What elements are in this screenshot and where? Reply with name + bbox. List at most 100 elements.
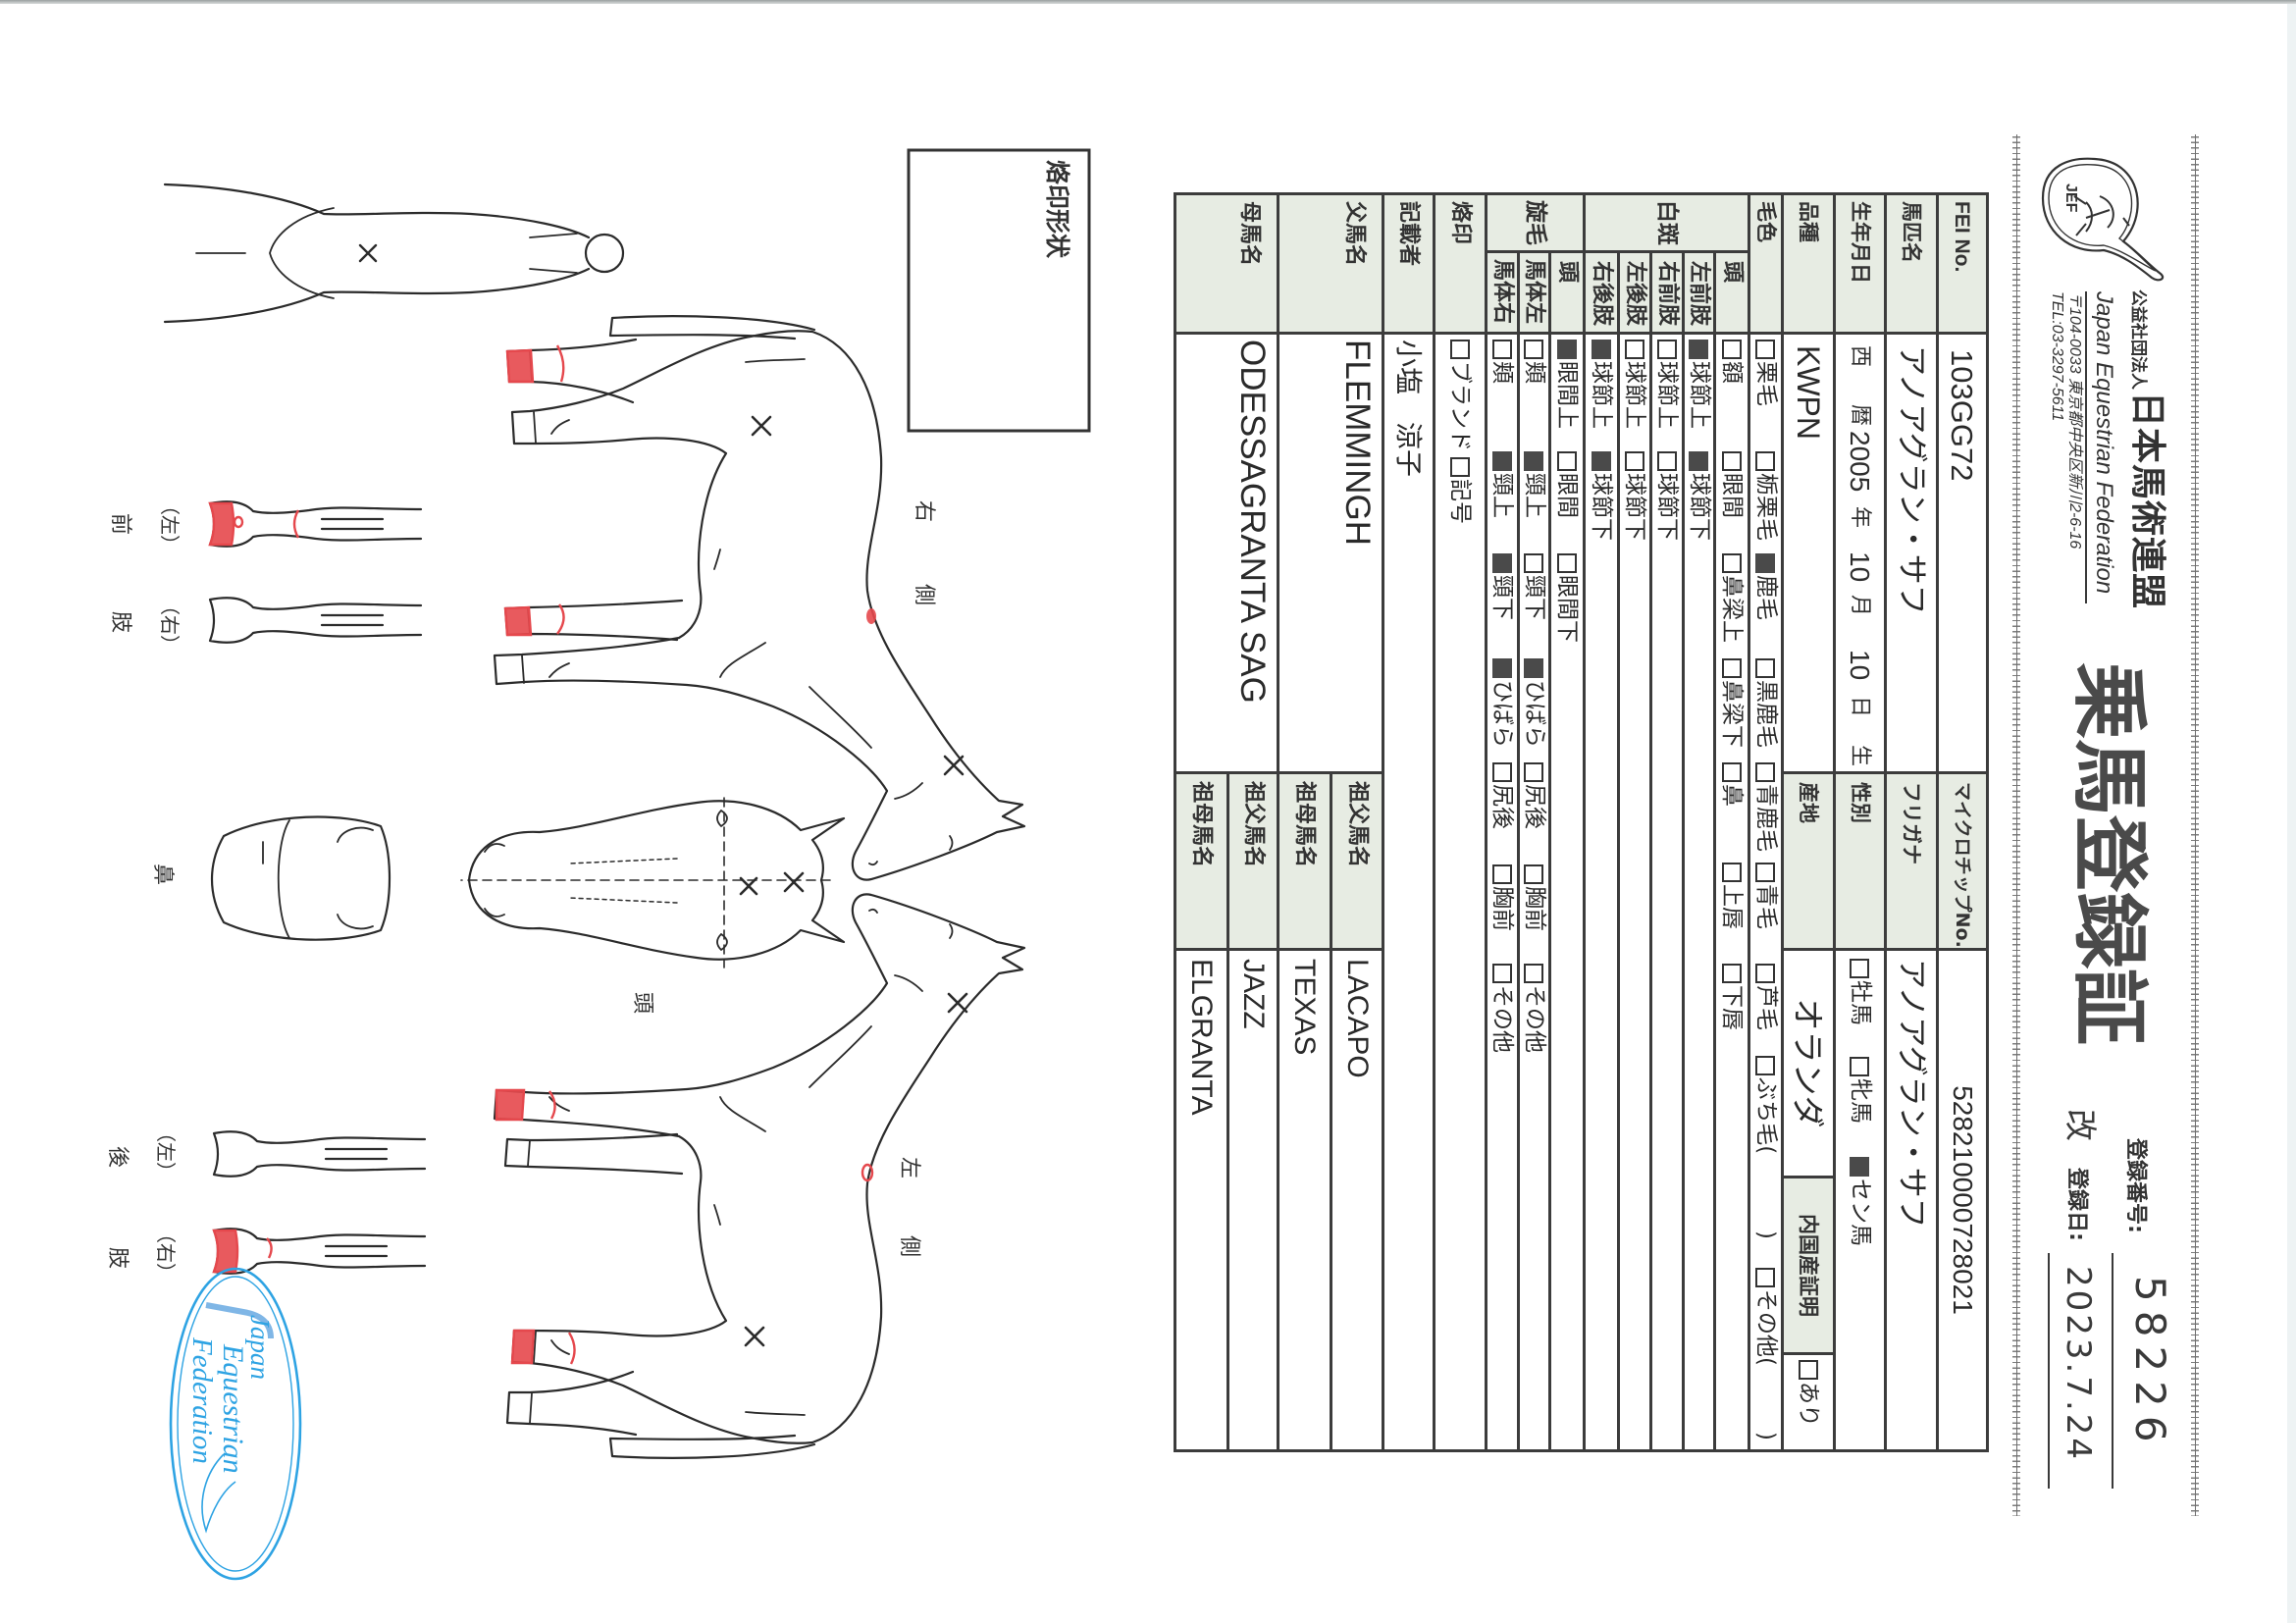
option-label: 眼間 xyxy=(1554,473,1581,518)
checkbox-icon xyxy=(1524,864,1544,884)
registration-no-value: 58226 xyxy=(2126,1276,2174,1451)
option-label: 上唇 xyxy=(1719,884,1746,929)
marking-option: 球節下 xyxy=(1586,451,1617,541)
marking-option: 眼間 xyxy=(1716,451,1748,518)
option-label: 頸下 xyxy=(1522,575,1547,620)
breed-label: 品種 xyxy=(1784,195,1833,332)
checkbox-icon xyxy=(1557,340,1577,359)
recorder-value: 小塩 涼子 xyxy=(1384,335,1433,1449)
dam-grandsire-value: JAZZ xyxy=(1229,951,1277,1449)
option-label: 眼間下 xyxy=(1554,575,1581,643)
brand-option: 記号 xyxy=(1435,457,1485,524)
whorl-option: 尻後 xyxy=(1520,762,1548,829)
option-label: 記号 xyxy=(1447,479,1474,524)
option-label: ぶち毛( xyxy=(1753,1077,1779,1155)
white-markings-left-fore-label: 左前肢 xyxy=(1685,253,1713,332)
horse-nose-view xyxy=(210,815,391,941)
white-markings-left-hind-options: 球節上 球節下 xyxy=(1620,335,1649,1449)
marking-option: 球節下 xyxy=(1652,451,1682,541)
white-markings-label: 白斑 xyxy=(1586,195,1748,250)
brand-label: 烙印 xyxy=(1435,195,1485,332)
option-label: 黒鹿毛 xyxy=(1753,680,1779,748)
checkbox-icon xyxy=(1657,340,1677,359)
coat-option: 栃栗毛 xyxy=(1750,451,1781,541)
checkbox-icon xyxy=(1722,762,1742,782)
whorl-option: 眼間下 xyxy=(1551,553,1583,643)
option-label: 栗毛 xyxy=(1753,361,1779,406)
horse-name-value: アノアグラン・サフ xyxy=(1887,335,1936,771)
hindlimb-label-2: 肢 xyxy=(105,1247,130,1270)
microchip-label: マイクロチップNo. xyxy=(1939,774,1986,948)
sire-label: 父馬名 xyxy=(1279,195,1382,332)
checkbox-icon xyxy=(1722,658,1742,678)
checkbox-icon xyxy=(1492,340,1512,359)
organization-name-en: Japan Equestrian Federation xyxy=(2091,291,2117,595)
option-label: 眼間 xyxy=(1719,473,1746,518)
checkbox-icon xyxy=(1492,762,1512,782)
checkbox-icon xyxy=(1592,340,1611,359)
option-label: 球節上 xyxy=(1622,361,1648,429)
white-markings-head-label: 頭 xyxy=(1716,253,1748,332)
fei-no-value: 103GG72 xyxy=(1939,335,1986,771)
domestic-cert-option: あり xyxy=(1784,1355,1833,1449)
checkbox-icon xyxy=(1722,451,1742,471)
white-markings-left-fore-options: 球節上 球節下 xyxy=(1685,335,1713,1449)
whorls-body-right-label: 馬体右 xyxy=(1487,253,1517,332)
white-markings-right-fore-options: 球節上 球節下 xyxy=(1652,335,1682,1449)
organization-name: 公益社団法人 日本馬術連盟 xyxy=(2127,289,2167,609)
option-label: 牡馬 xyxy=(1848,980,1873,1025)
right-hindlimb xyxy=(212,1228,427,1275)
dam-label: 母馬名 xyxy=(1176,195,1277,332)
checkbox-icon xyxy=(1557,553,1577,573)
option-label: 尻後 xyxy=(1522,784,1547,829)
checkbox-icon xyxy=(1755,863,1776,882)
hindlimb-label-1: 後 xyxy=(105,1146,130,1169)
sire-grandsire-value: LACAPO xyxy=(1332,951,1382,1449)
whorl-option: 眼間 xyxy=(1551,451,1583,518)
whorls-head-options: 眼間上 眼間 眼間下 xyxy=(1551,335,1583,1449)
checkbox-icon xyxy=(1524,762,1544,782)
whorl-option: その他 xyxy=(1520,964,1548,1053)
checkbox-icon xyxy=(1450,340,1470,359)
sire-granddam-value: TEXAS xyxy=(1279,951,1330,1449)
head-label: 頭 xyxy=(630,992,654,1015)
checkbox-icon xyxy=(1850,959,1870,978)
coat-option: その他( xyxy=(1750,1268,1781,1366)
whorl-option: 尻後 xyxy=(1487,762,1517,829)
left-side-label-2: 側 xyxy=(897,1235,921,1258)
registration-no-label: 登録番号: xyxy=(2123,1138,2148,1233)
checkbox-icon xyxy=(1492,964,1512,983)
registration-date-label: 登録日: xyxy=(2064,1168,2089,1241)
coat-color-label: 毛色 xyxy=(1750,195,1781,332)
option-label: 鼻梁下 xyxy=(1719,680,1746,748)
sex-options: 牡馬 牝馬 セン馬 xyxy=(1836,951,1884,1449)
brand-shape-label: 烙印形状 xyxy=(1043,160,1071,259)
horse-left-side-outline xyxy=(493,893,1026,1459)
stamp-line-2: Equestrian xyxy=(217,1344,249,1474)
option-label: 球節下 xyxy=(1622,473,1648,541)
coat-option: 栗毛 xyxy=(1750,340,1781,406)
option-label: 頬 xyxy=(1522,361,1547,384)
marking-option: 鼻梁下 xyxy=(1716,658,1748,748)
sex-label: 性別 xyxy=(1836,774,1884,948)
option-label: 球節上 xyxy=(1654,361,1681,429)
checkbox-icon xyxy=(1755,553,1776,573)
checkbox-icon xyxy=(1689,340,1709,359)
coat-option: 青鹿毛 xyxy=(1750,762,1781,852)
white-markings-left-hind-label: 左後肢 xyxy=(1620,253,1649,332)
option-label: 額 xyxy=(1719,361,1746,384)
whorl-x-marks xyxy=(744,415,968,1347)
checkbox-icon xyxy=(1657,451,1677,471)
whorl-option: 頸上 xyxy=(1487,451,1517,518)
dam-grandsire-label: 祖父馬名 xyxy=(1229,774,1277,948)
sire-value: FLEMMINGH xyxy=(1279,335,1382,771)
paren-close: ) xyxy=(1753,1230,1779,1239)
checkbox-icon xyxy=(1450,457,1470,477)
dam-granddam-value: ELGRANTA xyxy=(1176,951,1226,1449)
dam-value: ODESSAGRANTA SAG xyxy=(1176,335,1277,771)
right-side-label-1: 右 xyxy=(912,500,936,523)
marking-option: 額 xyxy=(1716,340,1748,384)
checkbox-icon xyxy=(1755,1056,1776,1075)
checkbox-icon xyxy=(1722,863,1742,882)
birth-year: 2005 xyxy=(1845,431,1876,493)
